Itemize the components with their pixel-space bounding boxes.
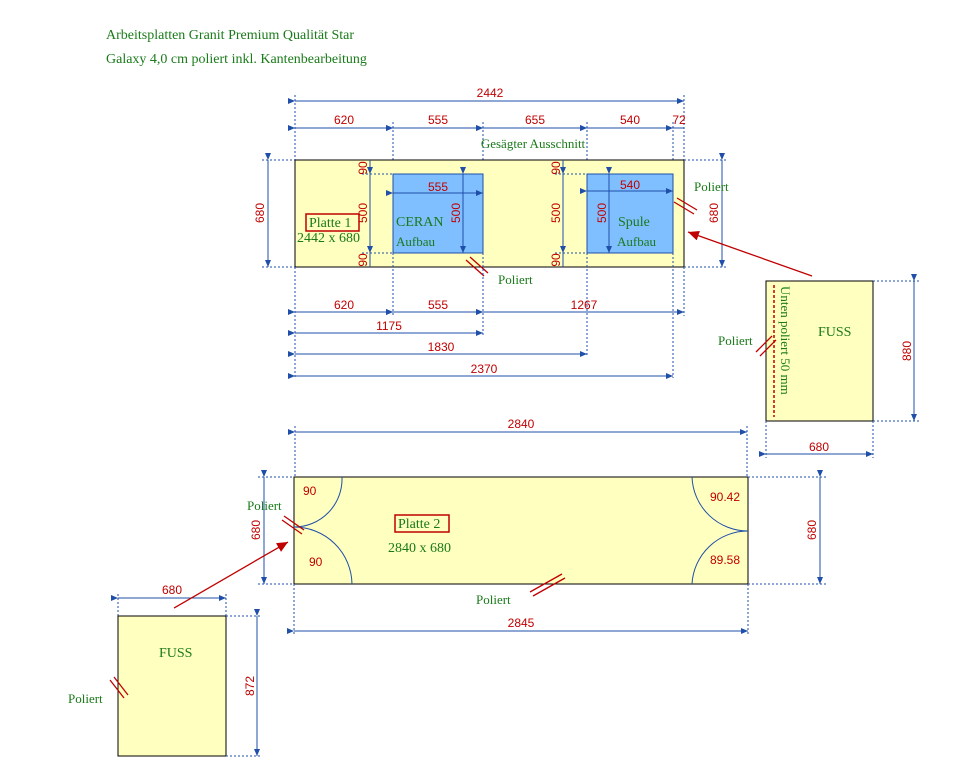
foot-2 <box>117 615 227 757</box>
header-line-1: Arbeitsplatten Granit Premium Qualität S… <box>106 28 354 43</box>
plate2-polished-bottom: Poliert <box>476 592 511 607</box>
plate-2-group: 2840 90 90 90.42 89.58 Platte 2 2840 x 6… <box>247 417 826 636</box>
ceran-width: 555 <box>428 180 448 194</box>
sink-label-1: Spule <box>618 215 650 230</box>
plate1-size: 2442 x 680 <box>297 231 360 246</box>
plate1-bottom-dim-3: 1267 <box>571 298 598 312</box>
radius-bottom-left: 90 <box>309 555 323 569</box>
foot2-height: 872 <box>243 676 257 696</box>
plate1-total-width: 2442 <box>477 86 504 100</box>
chain-1830: 1830 <box>428 340 455 354</box>
chain-2370: 2370 <box>471 362 498 376</box>
header-line-2: Galaxy 4,0 cm poliert inkl. Kantenbearbe… <box>106 52 367 67</box>
plate1-seg-3: 655 <box>525 113 545 127</box>
mid-height-left: 500 <box>356 203 370 223</box>
plate-2 <box>293 476 749 585</box>
foot1-polished: Poliert <box>718 333 753 348</box>
arc-bottom-left <box>293 526 353 585</box>
arrow-foot1-to-plate1 <box>687 230 813 277</box>
margin-bottom-right: 90 <box>549 253 563 267</box>
mid-height-right: 500 <box>549 203 563 223</box>
margin-top-right: 90 <box>549 161 563 175</box>
plate1-seg-4: 540 <box>620 113 640 127</box>
arc-bottom-right <box>691 530 749 585</box>
arc-top-right <box>691 476 749 532</box>
plate1-name: Platte 1 <box>309 216 351 231</box>
plate1-seg-5: 72 <box>672 113 686 127</box>
foot2-width: 680 <box>162 583 182 597</box>
radius-top-left: 90 <box>303 484 317 498</box>
cutout-label: Gesägter Ausschnitt <box>481 136 586 151</box>
plate1-seg-1: 620 <box>334 113 354 127</box>
ceran-cutout <box>392 173 484 254</box>
plate1-polished-right: Poliert <box>694 179 729 194</box>
ceran-height: 500 <box>449 203 463 223</box>
ceran-label-2: Aufbau <box>396 234 435 249</box>
plate2-size: 2840 x 680 <box>388 541 451 556</box>
foot-1 <box>765 280 874 422</box>
arc-top-left <box>293 476 343 528</box>
sink-height: 500 <box>595 203 609 223</box>
sink-width: 540 <box>620 178 640 192</box>
foot1-width: 680 <box>809 440 829 454</box>
ceran-label-1: CERAN <box>396 215 443 230</box>
foot1-note: Unten poliert 50 mm <box>778 286 793 395</box>
chain-1175: 1175 <box>376 319 402 333</box>
radius-top-right: 90.42 <box>710 490 740 504</box>
radius-bottom-right: 89.58 <box>710 553 740 567</box>
margin-top-left: 90 <box>356 161 370 175</box>
plate2-name: Platte 2 <box>398 517 440 532</box>
foot1-height: 880 <box>900 341 914 361</box>
plate1-bottom-dim-2: 555 <box>428 298 448 312</box>
plate2-top-width: 2840 <box>508 417 535 431</box>
sink-cutout <box>586 173 674 254</box>
plate1-height-right: 680 <box>707 203 721 223</box>
foot2-label: FUSS <box>159 646 192 661</box>
sink-label-2: Aufbau <box>617 234 656 249</box>
plate1-bottom-dim-1: 620 <box>334 298 354 312</box>
margin-bottom-left: 90 <box>356 253 370 267</box>
foot-1-group: Unten poliert 50 mm FUSS Poliert 680 880 <box>718 274 920 458</box>
foot1-label: FUSS <box>818 325 851 340</box>
plate-1-group: 2442 620 555 655 540 72 Gesägter Ausschn… <box>253 86 729 379</box>
arrow-foot2-to-plate2 <box>173 541 289 609</box>
foot-2-group: 680 FUSS 872 Poliert <box>68 583 262 757</box>
plate1-height-left: 680 <box>253 203 267 223</box>
plate1-name-box <box>305 213 360 232</box>
plate2-height-right: 680 <box>805 520 819 540</box>
foot2-polished: Poliert <box>68 691 103 706</box>
plate2-polished-left: Poliert <box>247 498 282 513</box>
plate1-polished-bottom: Poliert <box>498 272 533 287</box>
plate2-name-box <box>394 514 450 533</box>
plate2-height-left: 680 <box>249 520 263 540</box>
plate1-seg-2: 555 <box>428 113 448 127</box>
plate2-bottom-width: 2845 <box>508 616 535 630</box>
